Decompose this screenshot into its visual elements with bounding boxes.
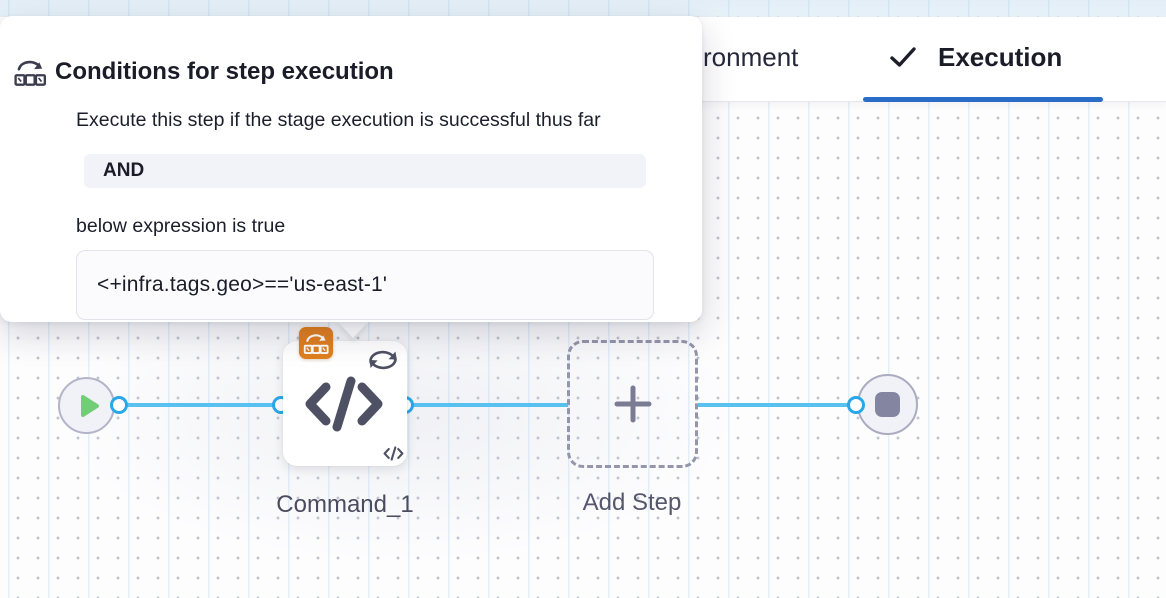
- code-icon: [305, 376, 383, 432]
- conditional-execution-icon: [303, 333, 329, 354]
- loop-icon: [369, 350, 397, 370]
- stop-icon: [875, 392, 900, 417]
- active-tab-underline: [863, 97, 1103, 102]
- expression-intro: below expression is true: [76, 215, 286, 237]
- tooltip-title: Conditions for step execution: [55, 58, 394, 85]
- conditional-execution-icon: [14, 60, 46, 86]
- code-small-icon: [383, 446, 404, 461]
- play-icon: [80, 394, 99, 417]
- tooltip-description: Execute this step if the stage execution…: [76, 109, 601, 131]
- operator-badge: AND: [84, 154, 646, 188]
- connector-edge: [698, 403, 851, 407]
- plus-icon: [614, 385, 651, 423]
- step-node-command[interactable]: [283, 341, 407, 466]
- expression-box: <+infra.tags.geo>=='us-east-1': [76, 250, 654, 320]
- connector-port[interactable]: [110, 396, 128, 414]
- connector-edge: [405, 403, 568, 407]
- checkmark-icon: [890, 47, 916, 67]
- tab-execution[interactable]: Execution: [889, 17, 1062, 97]
- end-node[interactable]: [857, 374, 918, 435]
- tab-execution-label: Execution: [938, 41, 1063, 72]
- conditional-execution-badge[interactable]: [299, 327, 333, 359]
- add-step-label: Add Step: [582, 489, 682, 516]
- tab-environment[interactable]: ronment: [703, 42, 799, 72]
- add-step-button[interactable]: [567, 340, 698, 468]
- step-label-command: Command_1: [276, 491, 414, 518]
- conditions-tooltip: Conditions for step execution Execute th…: [0, 16, 702, 322]
- start-node[interactable]: [58, 377, 115, 434]
- tooltip-caret: [337, 321, 369, 338]
- connector-edge: [119, 403, 281, 407]
- connector-port[interactable]: [847, 396, 865, 414]
